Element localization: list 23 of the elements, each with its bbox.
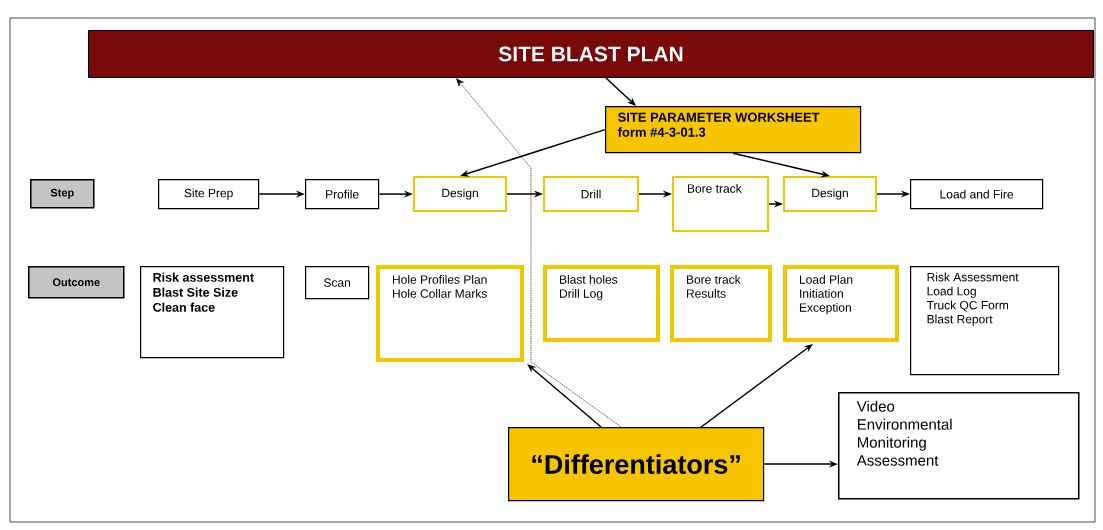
process-box: Profile xyxy=(305,179,380,210)
outcome-box: Hole Profiles Plan Hole Collar Marks xyxy=(376,265,524,362)
row-label: Outcome xyxy=(28,266,125,299)
outcome-box: Risk assessment Blast Site Size Clean face xyxy=(140,266,285,359)
outcome-box: Blast holes Drill Log xyxy=(543,265,660,342)
process-box: Load and Fire xyxy=(910,179,1044,210)
outcome-box: Load Plan Initiation Exception xyxy=(783,265,899,342)
outcome-box: Risk Assessment Load Log Truck QC Form Blast Report xyxy=(910,266,1060,376)
process-box: Scan xyxy=(305,266,370,300)
process-box: Drill xyxy=(543,176,639,212)
outcome-box: Bore track Results xyxy=(670,265,772,342)
note-box: Video Environmental Monitoring Assessment xyxy=(838,392,1080,500)
arrow xyxy=(700,344,813,428)
process-box: Design xyxy=(783,176,877,212)
process-box: Site Prep xyxy=(158,179,260,210)
arrow xyxy=(527,364,602,428)
arrow xyxy=(456,78,622,428)
process-box: Design xyxy=(413,176,507,212)
title-banner: SITE BLAST PLAN xyxy=(88,30,1094,78)
process-box: Bore track xyxy=(672,176,769,232)
row-label: Step xyxy=(30,179,95,209)
worksheet-box: SITE PARAMETER WORKSHEET form #4-3-01.3 xyxy=(605,106,862,154)
callout-box: “Differentiators” xyxy=(508,427,765,502)
